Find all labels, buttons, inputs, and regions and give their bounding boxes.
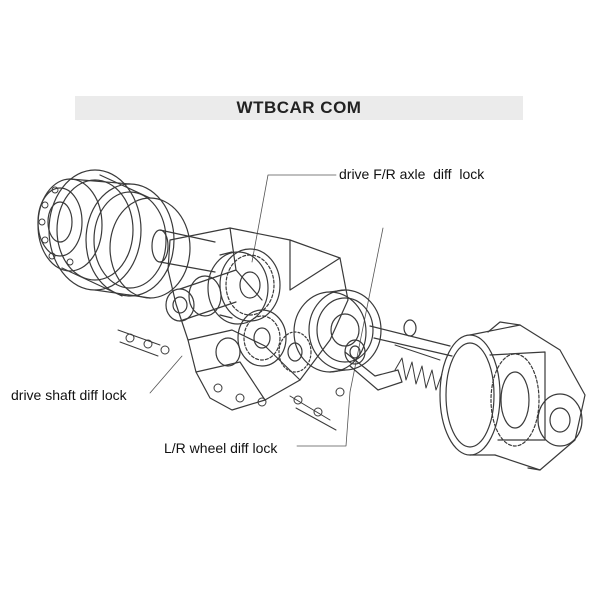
differential-housing bbox=[167, 227, 349, 411]
main-spur-gear bbox=[207, 248, 281, 325]
shift-fork bbox=[344, 339, 403, 391]
lower-gear-cluster bbox=[215, 309, 312, 373]
left-wheel-hub bbox=[37, 169, 191, 299]
hub-bolt-ring bbox=[38, 186, 74, 266]
axle-tube bbox=[151, 229, 216, 273]
compression-spring bbox=[394, 344, 443, 391]
page-title: WTBCAR COM bbox=[236, 98, 362, 117]
callout-drive-axle-diff-lock: drive F/R axle diff lock bbox=[339, 166, 485, 182]
title-banner: WTBCAR COM bbox=[75, 96, 523, 120]
leader-axle-lock bbox=[251, 174, 337, 263]
right-wheel-hub bbox=[439, 321, 586, 471]
leader-shaft-lock bbox=[149, 355, 183, 394]
right-axle-shaft bbox=[369, 319, 453, 357]
lock-collar-ring bbox=[293, 289, 382, 373]
input-shaft bbox=[165, 269, 237, 322]
callout-drive-shaft-diff-lock: drive shaft diff lock bbox=[11, 387, 127, 403]
mounting-bolts bbox=[117, 329, 345, 431]
callout-wheel-diff-lock: L/R wheel diff lock bbox=[164, 440, 278, 456]
